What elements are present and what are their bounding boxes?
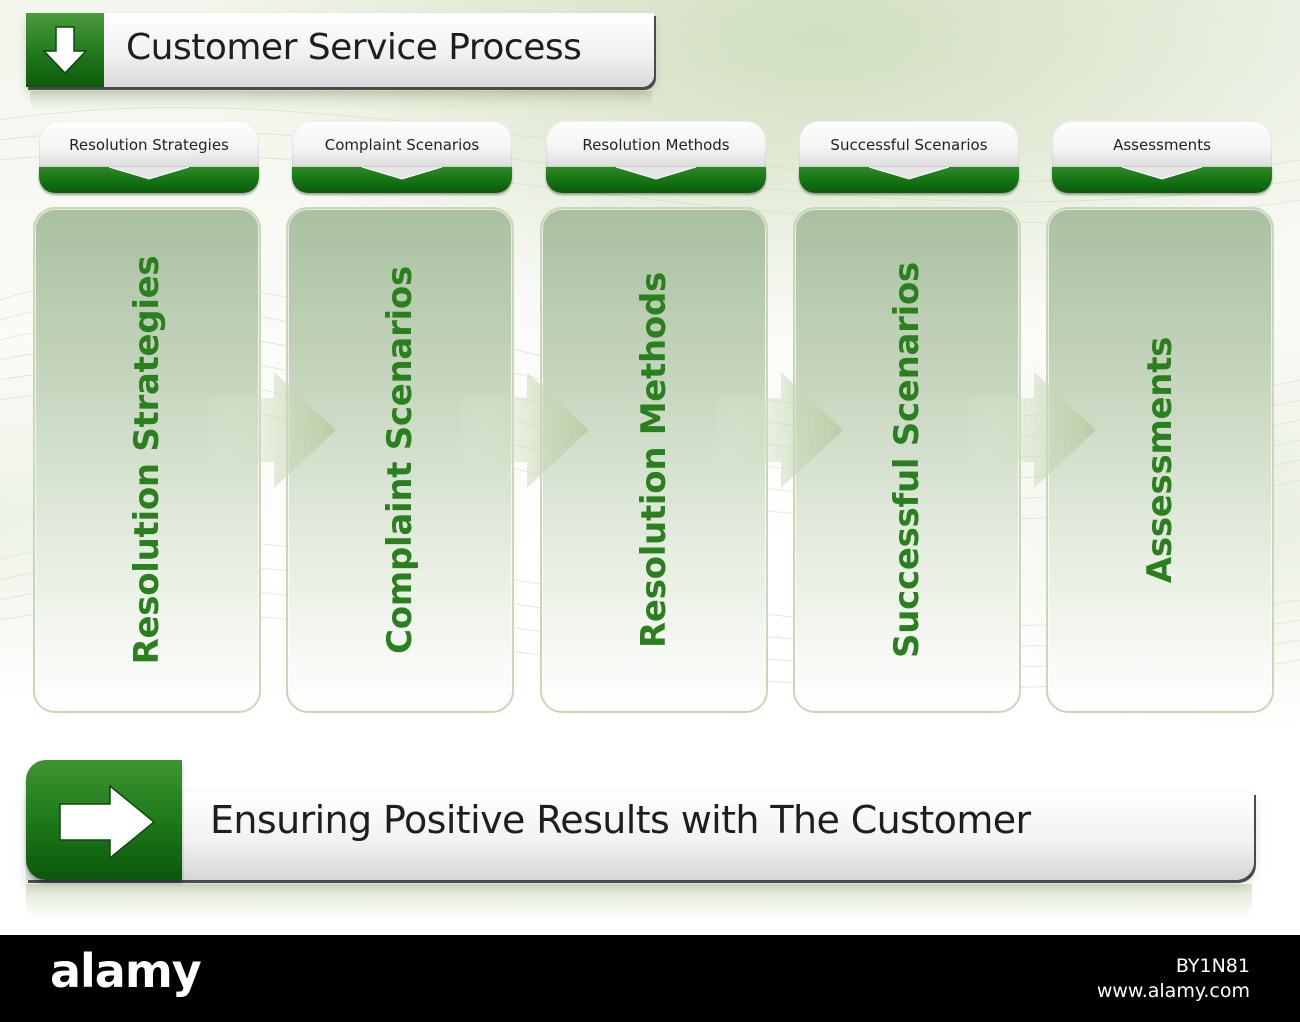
footer-site: www.alamy.com <box>1096 980 1250 1002</box>
title-reflection <box>30 91 652 111</box>
step-panel-5: Assessments <box>1046 207 1274 713</box>
step-tab-2: Complaint Scenarios <box>292 121 512 193</box>
tab-top <box>292 121 512 167</box>
right-arrow-icon <box>59 784 156 860</box>
chevron-down-icon <box>1121 166 1203 180</box>
tab-top <box>1052 121 1272 167</box>
tab-top <box>546 121 766 167</box>
bottom-banner: Ensuring Positive Results with The Custo… <box>26 760 1254 880</box>
flow-arrow-icon <box>461 372 589 488</box>
step-panel-text: Resolution Methods <box>634 272 674 648</box>
chevron-down-icon <box>108 166 190 180</box>
step-tab-4: Successful Scenarios <box>799 121 1019 193</box>
step-tab-label: Complaint Scenarios <box>324 136 480 154</box>
step-tab-5: Assessments <box>1052 121 1272 193</box>
chevron-down-icon <box>868 166 950 180</box>
tab-top <box>799 121 1019 167</box>
title-icon-box <box>26 13 104 87</box>
step-panel-text: Assessments <box>1140 336 1180 584</box>
step-tab-label: Assessments <box>1113 136 1211 154</box>
flow-arrow-icon <box>968 372 1096 488</box>
flow-arrow-icon <box>208 372 336 488</box>
footer-strip <box>0 935 1300 1022</box>
step-tab-label: Resolution Methods <box>582 136 730 154</box>
down-arrow-icon <box>42 26 88 75</box>
banner-icon-box <box>26 760 182 880</box>
title-bar: Customer Service Process <box>26 13 654 87</box>
banner-text: Ensuring Positive Results with The Custo… <box>210 798 1031 842</box>
page-title: Customer Service Process <box>126 27 582 68</box>
chevron-down-icon <box>615 166 697 180</box>
step-panel-text: Complaint Scenarios <box>380 266 420 654</box>
step-tab-1: Resolution Strategies <box>39 121 259 193</box>
step-tab-label: Successful Scenarios <box>830 136 988 154</box>
flow-arrow-icon <box>715 372 843 488</box>
banner-reflection <box>26 884 1252 920</box>
step-tab-label: Resolution Strategies <box>69 136 229 154</box>
footer-image-id: BY1N81 <box>1175 955 1250 977</box>
step-panel-text: Resolution Strategies <box>127 255 167 665</box>
step-panel-text: Successful Scenarios <box>887 262 927 658</box>
step-tab-3: Resolution Methods <box>546 121 766 193</box>
chevron-down-icon <box>361 166 443 180</box>
banner-bar <box>26 792 1254 880</box>
footer-logo: alamy <box>50 944 202 998</box>
tab-top <box>39 121 259 167</box>
